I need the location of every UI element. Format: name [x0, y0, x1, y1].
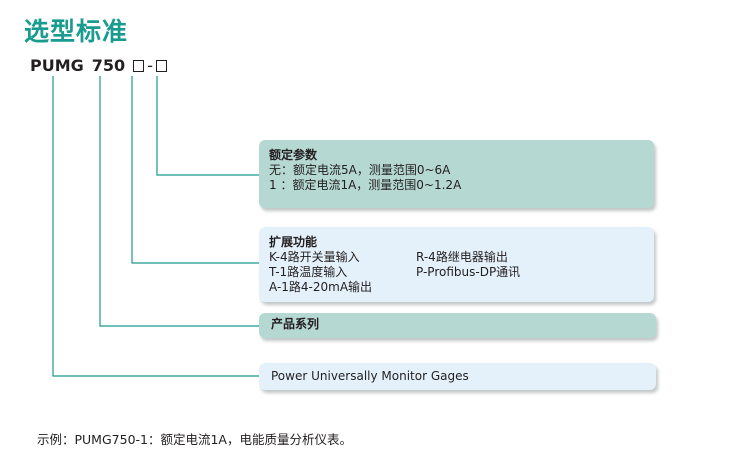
connector-rated-params — [156, 76, 259, 176]
extension-item-a: A-1路4-20mA输出 — [269, 280, 373, 294]
extensions-title: 扩展功能 — [269, 235, 318, 249]
extension-item-t: T-1路温度输入 — [269, 265, 348, 279]
model-number: 750 — [91, 56, 126, 75]
rated-params-card: 额定参数 无：额定电流5A，测量范围0~6A 1 ：额定电流1A，测量范围0~1… — [259, 140, 654, 208]
extension-item-r: R-4路继电器输出 — [416, 250, 508, 264]
rated-params-line-2: 1 ：额定电流1A，测量范围0~1.2A — [269, 178, 462, 192]
series-title: 产品系列 — [271, 317, 320, 331]
model-prefix: PUMG — [30, 56, 84, 75]
description-card: Power Universally Monitor Gages — [259, 363, 656, 390]
option-box-1 — [133, 60, 145, 72]
connector-extensions — [131, 76, 259, 264]
rated-params-line-1: 无：额定电流5A，测量范围0~6A — [269, 163, 451, 177]
page-title: 选型标准 — [24, 17, 129, 46]
description-text: Power Universally Monitor Gages — [271, 369, 469, 383]
connector-series — [99, 76, 259, 327]
rated-params-title: 额定参数 — [269, 148, 318, 162]
extension-item-k: K-4路开关量输入 — [269, 250, 360, 264]
extension-item-p: P-Profibus-DP通讯 — [416, 265, 521, 279]
model-code: PUMG 750 - — [30, 56, 167, 75]
option-box-2 — [155, 60, 167, 72]
connector-description — [52, 76, 259, 377]
model-separator: - — [147, 56, 153, 75]
extensions-card: 扩展功能 K-4路开关量输入 T-1路温度输入 A-1路4-20mA输出 R-4… — [259, 227, 654, 302]
series-card: 产品系列 — [259, 313, 656, 338]
example-text: 示例：PUMG750-1：额定电流1A，电能质量分析仪表。 — [37, 432, 352, 447]
